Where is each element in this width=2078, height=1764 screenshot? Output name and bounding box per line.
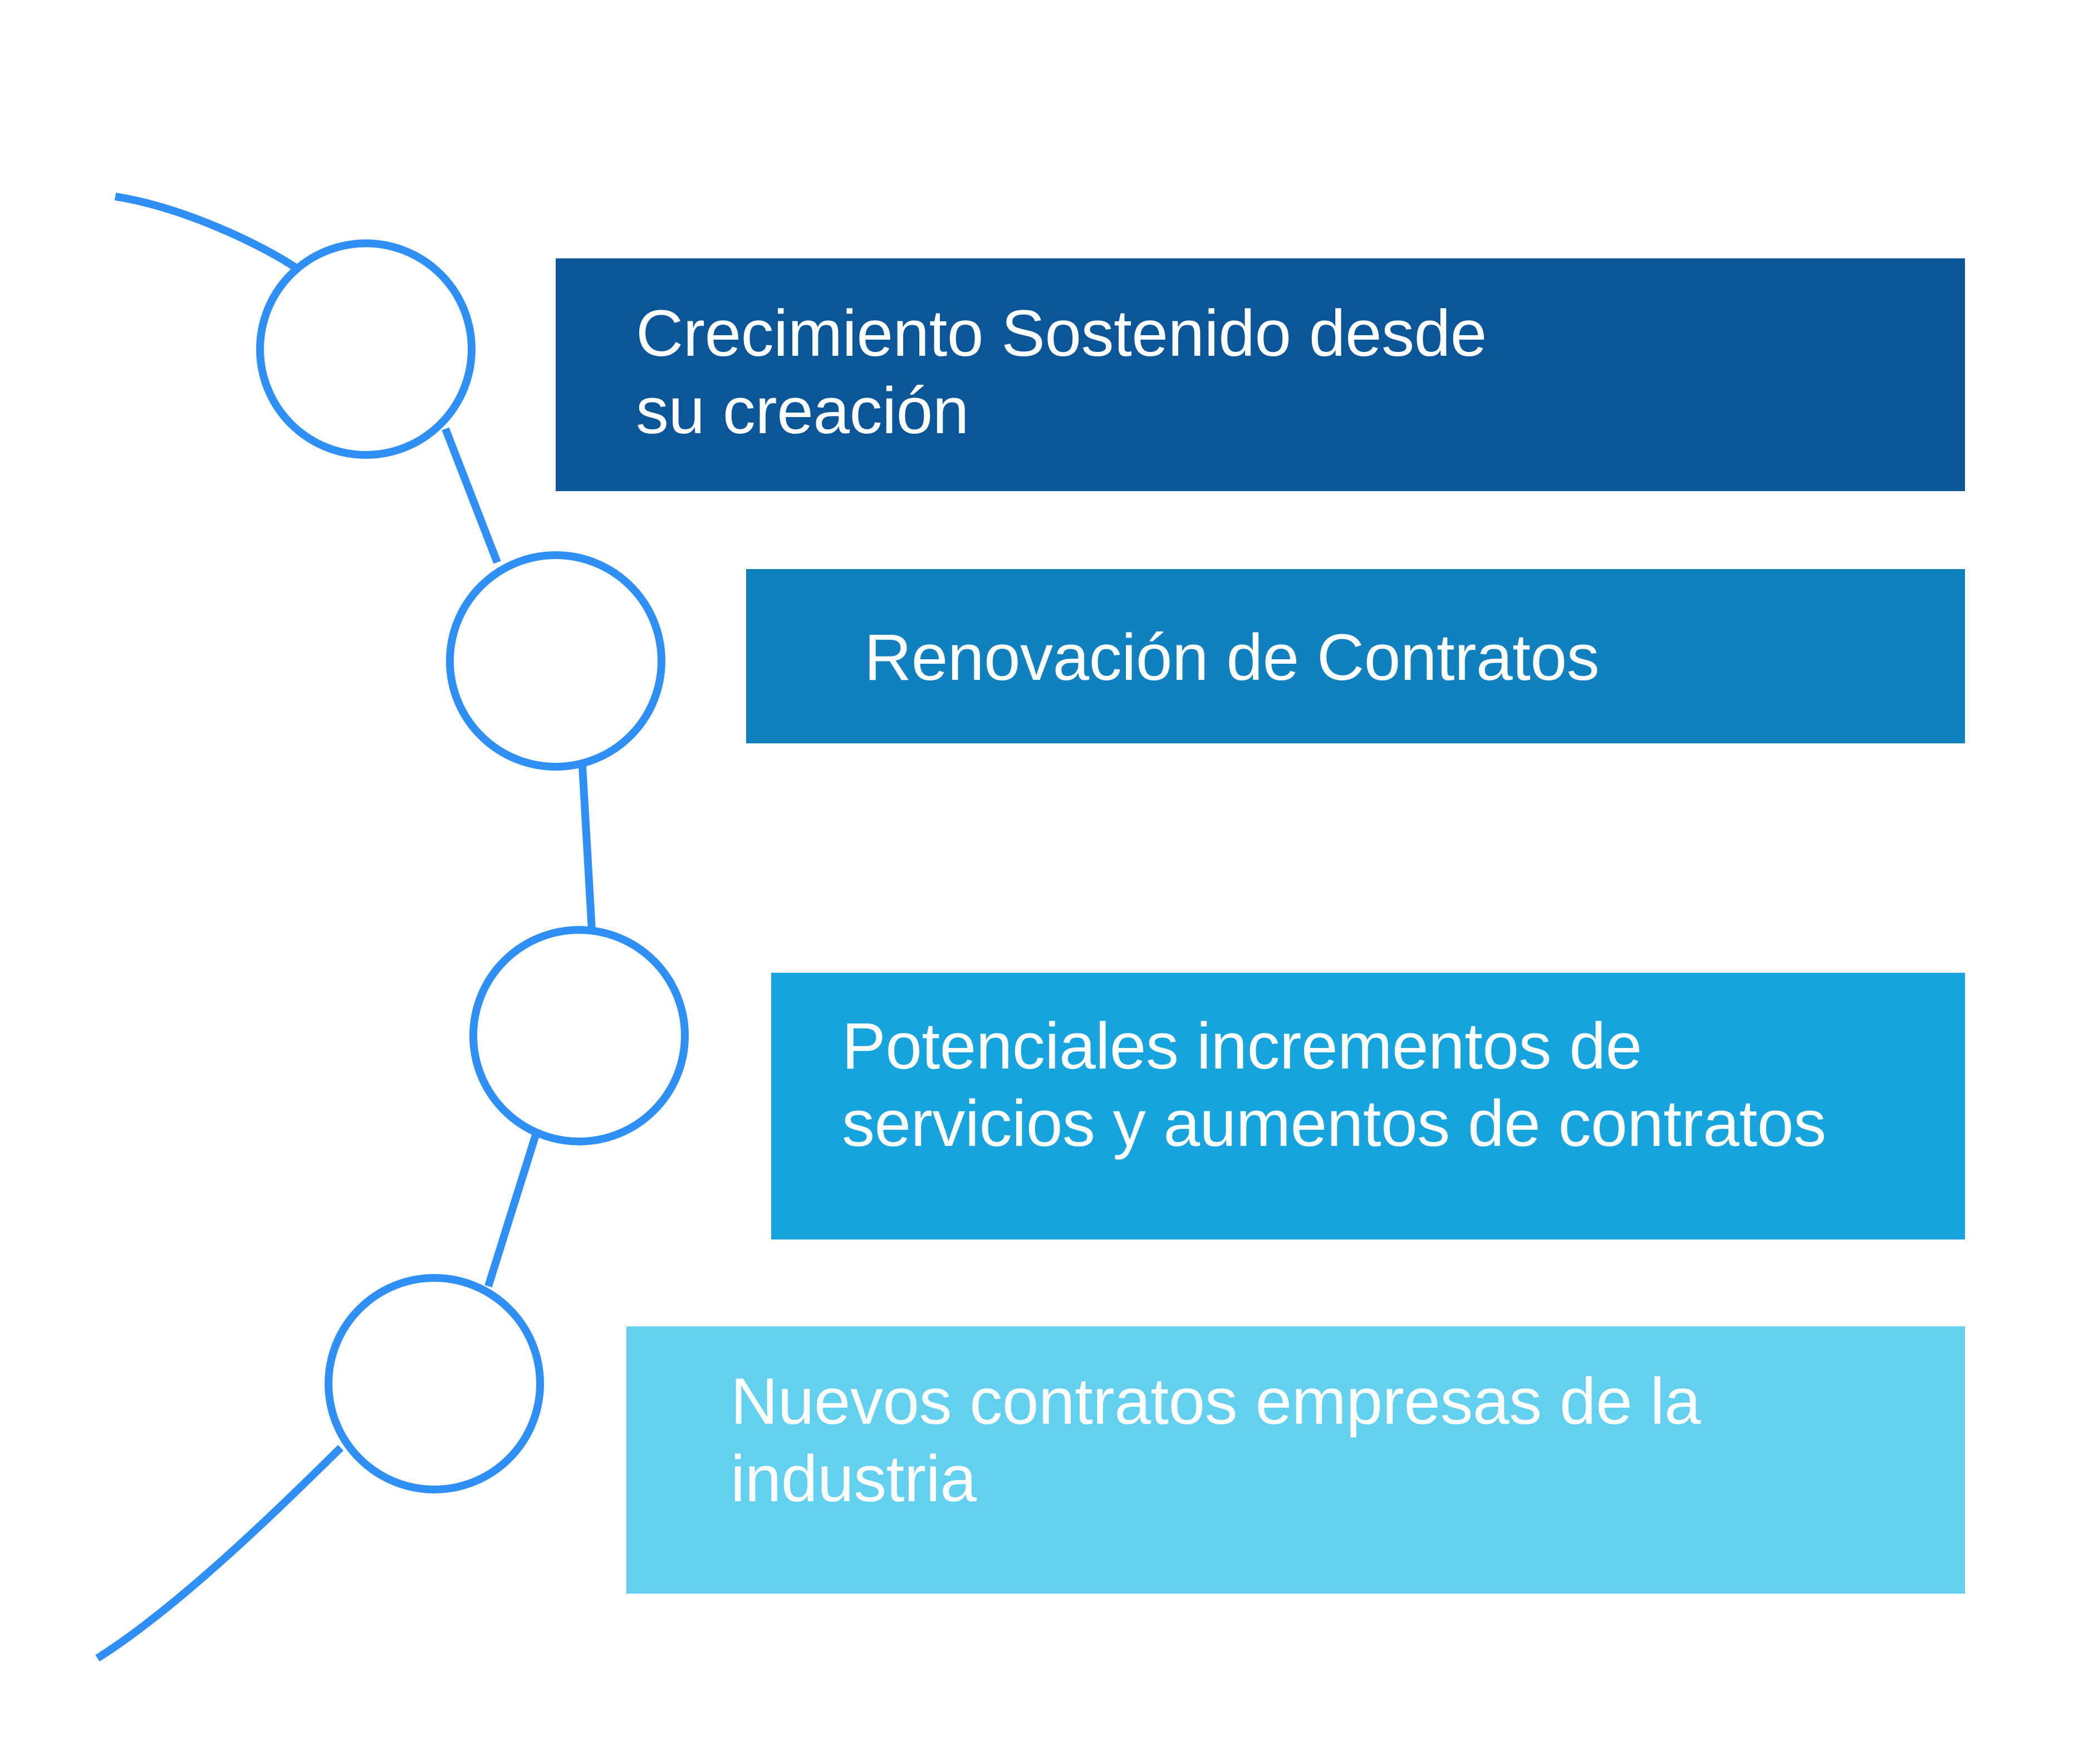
- connector-top-tail: [114, 193, 297, 271]
- step-bar-1[interactable]: [556, 258, 1965, 491]
- connector-link-2-3: [579, 766, 596, 932]
- connector-link-1-2: [442, 427, 501, 564]
- step-circle-2[interactable]: [446, 551, 665, 771]
- step-bar-4[interactable]: [626, 1326, 1965, 1594]
- step-circle-3[interactable]: [469, 926, 689, 1145]
- step-circle-4[interactable]: [325, 1274, 544, 1493]
- connector-bottom-tail: [95, 1444, 344, 1662]
- step-bar-3[interactable]: [771, 973, 1965, 1239]
- step-bar-2[interactable]: [746, 569, 1965, 743]
- connector-link-3-4: [484, 1130, 541, 1288]
- step-circle-1[interactable]: [256, 239, 476, 459]
